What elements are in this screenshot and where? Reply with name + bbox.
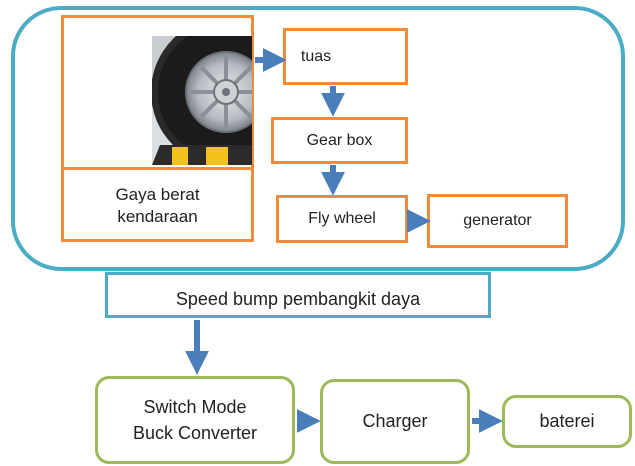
- vehicle-weight-label: Gaya berat kendaraan: [115, 185, 200, 226]
- baterei-box: [502, 395, 632, 448]
- tuas-box: [283, 28, 408, 85]
- gearbox-label: Gear box: [306, 131, 373, 149]
- speed-bump-box: [105, 272, 491, 318]
- smps-label: Switch Mode Buck Converter: [132, 397, 258, 443]
- speed-bump-label: Speed bump pembangkit daya: [175, 288, 421, 309]
- tuas-label: tuas: [300, 47, 332, 65]
- flywheel-label: Fly wheel: [308, 210, 376, 227]
- charger-label: Charger: [362, 411, 428, 431]
- generator-box: [427, 194, 568, 248]
- gearbox-box: [271, 117, 408, 164]
- generator-label: generator: [463, 212, 532, 229]
- flywheel-box: [276, 195, 408, 243]
- baterei-label: baterei: [539, 411, 595, 431]
- charger-box: [320, 379, 470, 464]
- smps-box: [95, 376, 295, 464]
